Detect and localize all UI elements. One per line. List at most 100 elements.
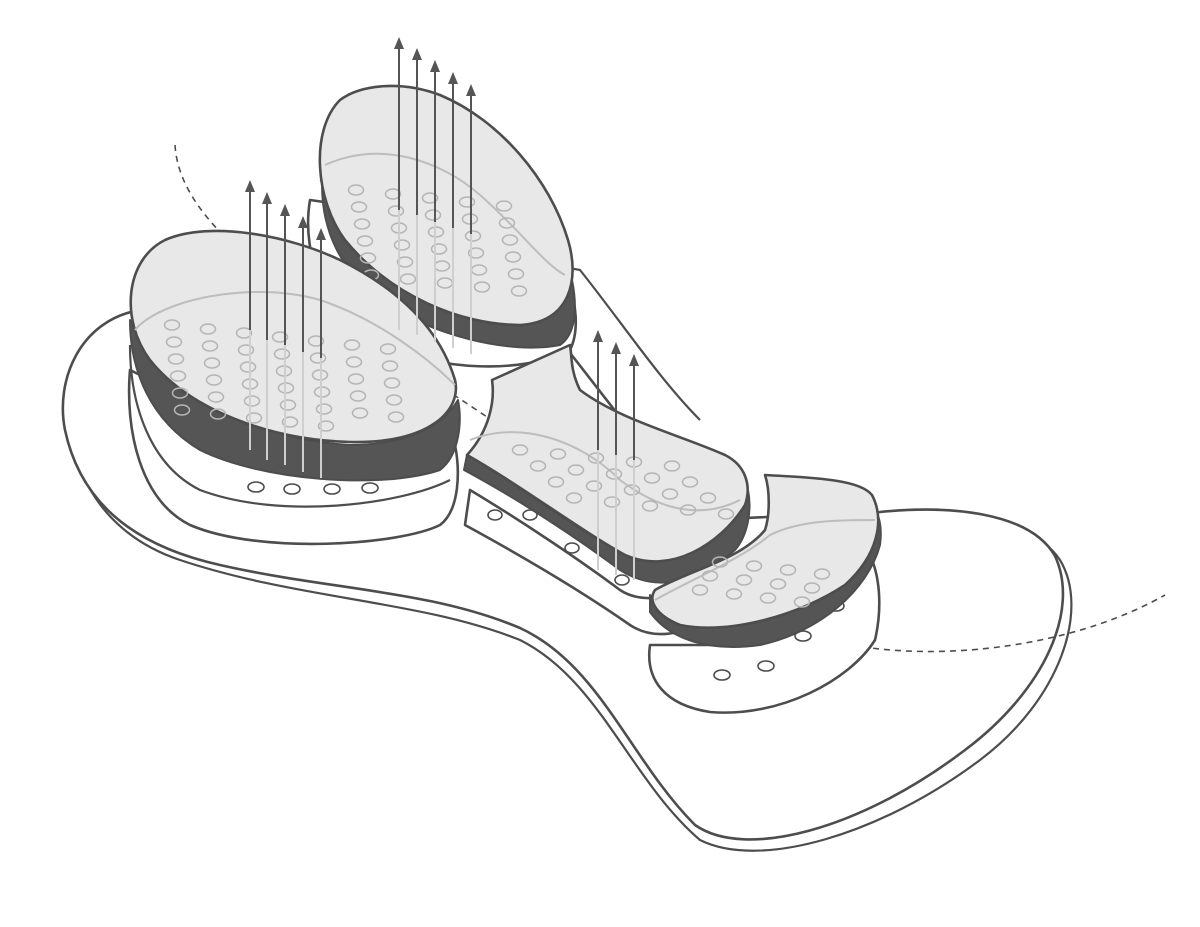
pad-perforation [623, 484, 641, 496]
base-perforation [757, 660, 775, 672]
rear-left-pad-contour [134, 290, 456, 386]
pad-perforation [511, 444, 529, 456]
center-pad-contour [469, 431, 741, 512]
pad-perforation [383, 377, 401, 389]
pad-perforation [203, 357, 221, 369]
pad-perforation [163, 319, 181, 331]
pad-perforation [725, 588, 743, 600]
pad-perforation [464, 230, 482, 242]
pad-perforation [169, 370, 187, 382]
pad-perforation [381, 360, 399, 372]
pad-perforation [171, 387, 189, 399]
pad-perforation [663, 460, 681, 472]
pad-perforation [813, 568, 831, 580]
pad-perforation [587, 452, 605, 464]
pad-perforation [199, 323, 217, 335]
pad-perforation [803, 582, 821, 594]
center-pad [463, 343, 751, 584]
airflow-arrow-head [298, 216, 308, 228]
pad-perforation [356, 235, 374, 247]
pad-perforation [273, 348, 291, 360]
airflow-arrow-head [629, 354, 639, 366]
pad-perforation [359, 252, 377, 264]
pad-perforation [793, 596, 811, 608]
rear-left-base-perforations [247, 481, 379, 495]
airflow-arrow-head [430, 60, 440, 72]
pad-perforation [769, 578, 787, 590]
pad-perforation [498, 217, 516, 229]
pad-perforation [385, 394, 403, 406]
pad-perforation [387, 205, 405, 217]
airflow-arrows [245, 37, 639, 580]
airflow-arrow-head [245, 180, 255, 192]
pad-perforation [565, 492, 583, 504]
pad-perforation [641, 500, 659, 512]
front-pad-perforations [691, 556, 831, 608]
pad-perforation [681, 476, 699, 488]
front-pad [649, 473, 882, 648]
pad-perforation [643, 472, 661, 484]
pad-perforation [691, 584, 709, 596]
pad-perforation [473, 281, 491, 293]
pad-perforation [603, 496, 621, 508]
pad-perforation [779, 564, 797, 576]
pad-perforation [501, 234, 519, 246]
pad-perforation [309, 352, 327, 364]
pad-perforation [507, 268, 525, 280]
pad-perforation [679, 504, 697, 516]
pad-perforation [759, 592, 777, 604]
base-perforation [614, 574, 630, 586]
base-perforation [564, 542, 580, 554]
pad-perforation [281, 416, 299, 428]
pad-perforation [235, 327, 253, 339]
airflow-arrow-head [448, 72, 458, 84]
pad-perforation [745, 560, 763, 572]
airflow-arrow-head [593, 330, 603, 342]
front-pad-top [651, 473, 880, 629]
airflow-arrow-head [280, 204, 290, 216]
pad-perforation [424, 209, 442, 221]
pad-perforation [585, 480, 603, 492]
pad-perforation [350, 201, 368, 213]
pad-perforation [393, 239, 411, 251]
base-perforation [713, 669, 731, 681]
pad-perforation [701, 570, 719, 582]
base-layer-bottom-outline [68, 379, 1073, 852]
rear-right-pad-top [318, 84, 574, 327]
pad-perforation [467, 247, 485, 259]
pad-perforation [421, 192, 439, 204]
pad-perforation [167, 353, 185, 365]
pad-perforation [245, 412, 263, 424]
airflow-arrow-head [262, 192, 272, 204]
pad-perforation [271, 331, 289, 343]
pad-perforation [717, 508, 735, 520]
airflow-arrow-head [316, 228, 326, 240]
pad-perforation [384, 188, 402, 200]
rear-left-pad [129, 229, 461, 482]
pad-perforation [317, 420, 335, 432]
pad-perforation [307, 335, 325, 347]
rear-right-pad-contour [324, 152, 566, 276]
pad-perforation [529, 460, 547, 472]
pad-perforation [510, 285, 528, 297]
pad-perforation [345, 356, 363, 368]
pad-perforation [173, 404, 191, 416]
pad-perforation [430, 243, 448, 255]
base-perforation [283, 483, 301, 495]
rear-right-pad [318, 84, 576, 349]
pad-perforation [504, 251, 522, 263]
pad-perforation [699, 492, 717, 504]
pad-perforation [351, 407, 369, 419]
pad-perforation [315, 403, 333, 415]
rear-right-pad-perforations [347, 184, 528, 297]
airflow-arrow-head [611, 342, 621, 354]
pad-perforation [209, 408, 227, 420]
pad-perforation [201, 340, 219, 352]
pad-perforation [207, 391, 225, 403]
base-perforation [487, 509, 503, 521]
rear-left-pad-perforations [163, 319, 405, 432]
pad-perforation [735, 574, 753, 586]
pad-perforation [387, 411, 405, 423]
pad-perforation [458, 196, 476, 208]
